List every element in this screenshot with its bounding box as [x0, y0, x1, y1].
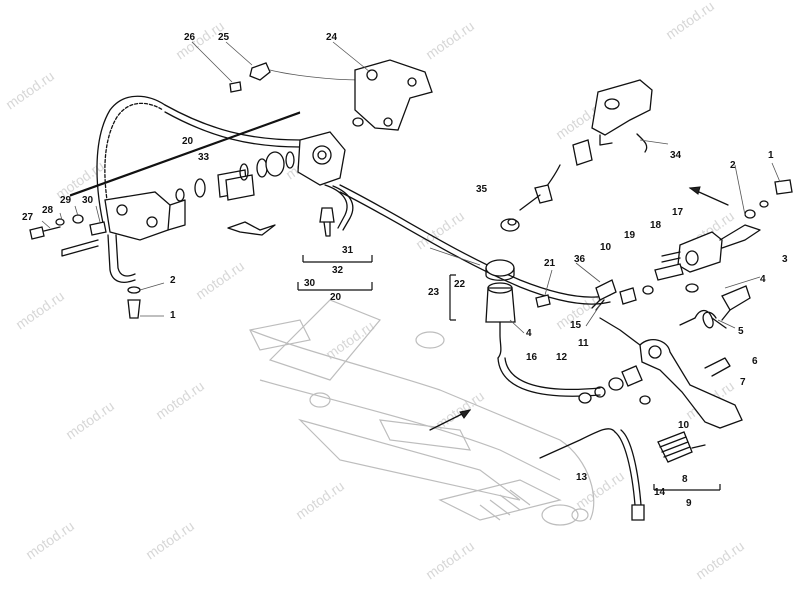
caliper-bracket [297, 131, 354, 231]
callout-19: 19 [624, 230, 636, 241]
watermark: motod.ru [143, 518, 197, 563]
callout-10-lower: 10 [678, 420, 690, 431]
watermark: motod.ru [663, 0, 717, 42]
callout-35: 35 [476, 184, 488, 195]
callout-27: 27 [22, 212, 34, 223]
callout-20: 20 [182, 136, 194, 147]
callout-14: 14 [654, 487, 666, 498]
callout-23: 23 [428, 287, 440, 298]
callout-2: 2 [170, 275, 176, 286]
callout-20-lower: 20 [330, 292, 342, 303]
callout-28: 28 [42, 205, 54, 216]
callout-1-right: 1 [768, 150, 774, 161]
callout-29: 29 [60, 195, 72, 206]
watermark: motod.ru [153, 378, 207, 423]
watermark: motod.ru [423, 18, 477, 63]
watermark: motod.ru [433, 388, 487, 433]
brake-pads [175, 169, 276, 236]
watermark: motod.ru [23, 518, 77, 563]
callout-21: 21 [544, 258, 556, 269]
leader-lines [41, 41, 781, 334]
rear-caliper [104, 191, 186, 283]
callout-22: 22 [454, 279, 466, 290]
callout-33: 33 [198, 152, 210, 163]
direction-arrows [429, 186, 729, 431]
callout-31: 31 [342, 245, 354, 256]
spacers-bushings [578, 365, 643, 404]
brake-line-rigid [339, 184, 611, 305]
brake-light-switch [539, 428, 645, 521]
callout-30-lower: 30 [304, 278, 316, 289]
brake-pedal [599, 317, 743, 429]
callout-32: 32 [332, 265, 344, 276]
watermark: motod.ru [3, 68, 57, 113]
callout-36: 36 [574, 254, 586, 265]
watermark: motod.ru [13, 288, 67, 333]
callout-7: 7 [740, 377, 746, 388]
frame-ghost [249, 299, 595, 526]
caliper-pistons-seals [239, 151, 295, 181]
callout-8: 8 [682, 474, 688, 485]
callout-17: 17 [672, 207, 684, 218]
group-dividers [69, 111, 721, 491]
fluid-reservoir [485, 259, 551, 359]
callout-10: 10 [600, 242, 612, 253]
callout-26: 26 [184, 32, 196, 43]
callout-6: 6 [752, 356, 758, 367]
callout-24: 24 [326, 32, 338, 43]
callout-9: 9 [686, 498, 692, 509]
pedal-pivot-bolt [721, 285, 751, 321]
mounting-plate [352, 59, 433, 131]
reservoir-hose [497, 357, 601, 397]
callout-4-right: 4 [760, 274, 766, 285]
callout-11: 11 [578, 338, 589, 349]
watermark: motod.ru [423, 538, 477, 583]
callout-25: 25 [218, 32, 230, 43]
callout-16: 16 [526, 352, 538, 363]
watermark: motod.ru [693, 538, 747, 583]
callout-12: 12 [556, 352, 568, 363]
callout-34: 34 [670, 150, 682, 161]
callout-5: 5 [738, 326, 744, 337]
callout-3: 3 [782, 254, 788, 265]
caliper-bolts [29, 214, 141, 319]
mount-bolts-top [229, 62, 361, 93]
callout-4: 4 [526, 328, 532, 339]
watermark: motod.ru [293, 478, 347, 523]
callout-15: 15 [570, 320, 582, 331]
callout-18: 18 [650, 220, 662, 231]
part-callouts: 26 25 24 20 33 29 30 28 27 2 1 31 32 30 … [22, 32, 788, 509]
callout-2-right: 2 [730, 160, 736, 171]
master-cylinder-top [500, 79, 653, 232]
watermark: motod.ru [193, 258, 247, 303]
watermark: motod.ru [63, 398, 117, 443]
callout-30: 30 [82, 195, 94, 206]
callout-13: 13 [576, 472, 588, 483]
bleed-valve [319, 207, 335, 237]
return-spring [679, 309, 727, 329]
pedal-rubber [657, 431, 706, 463]
callout-1: 1 [170, 310, 176, 321]
